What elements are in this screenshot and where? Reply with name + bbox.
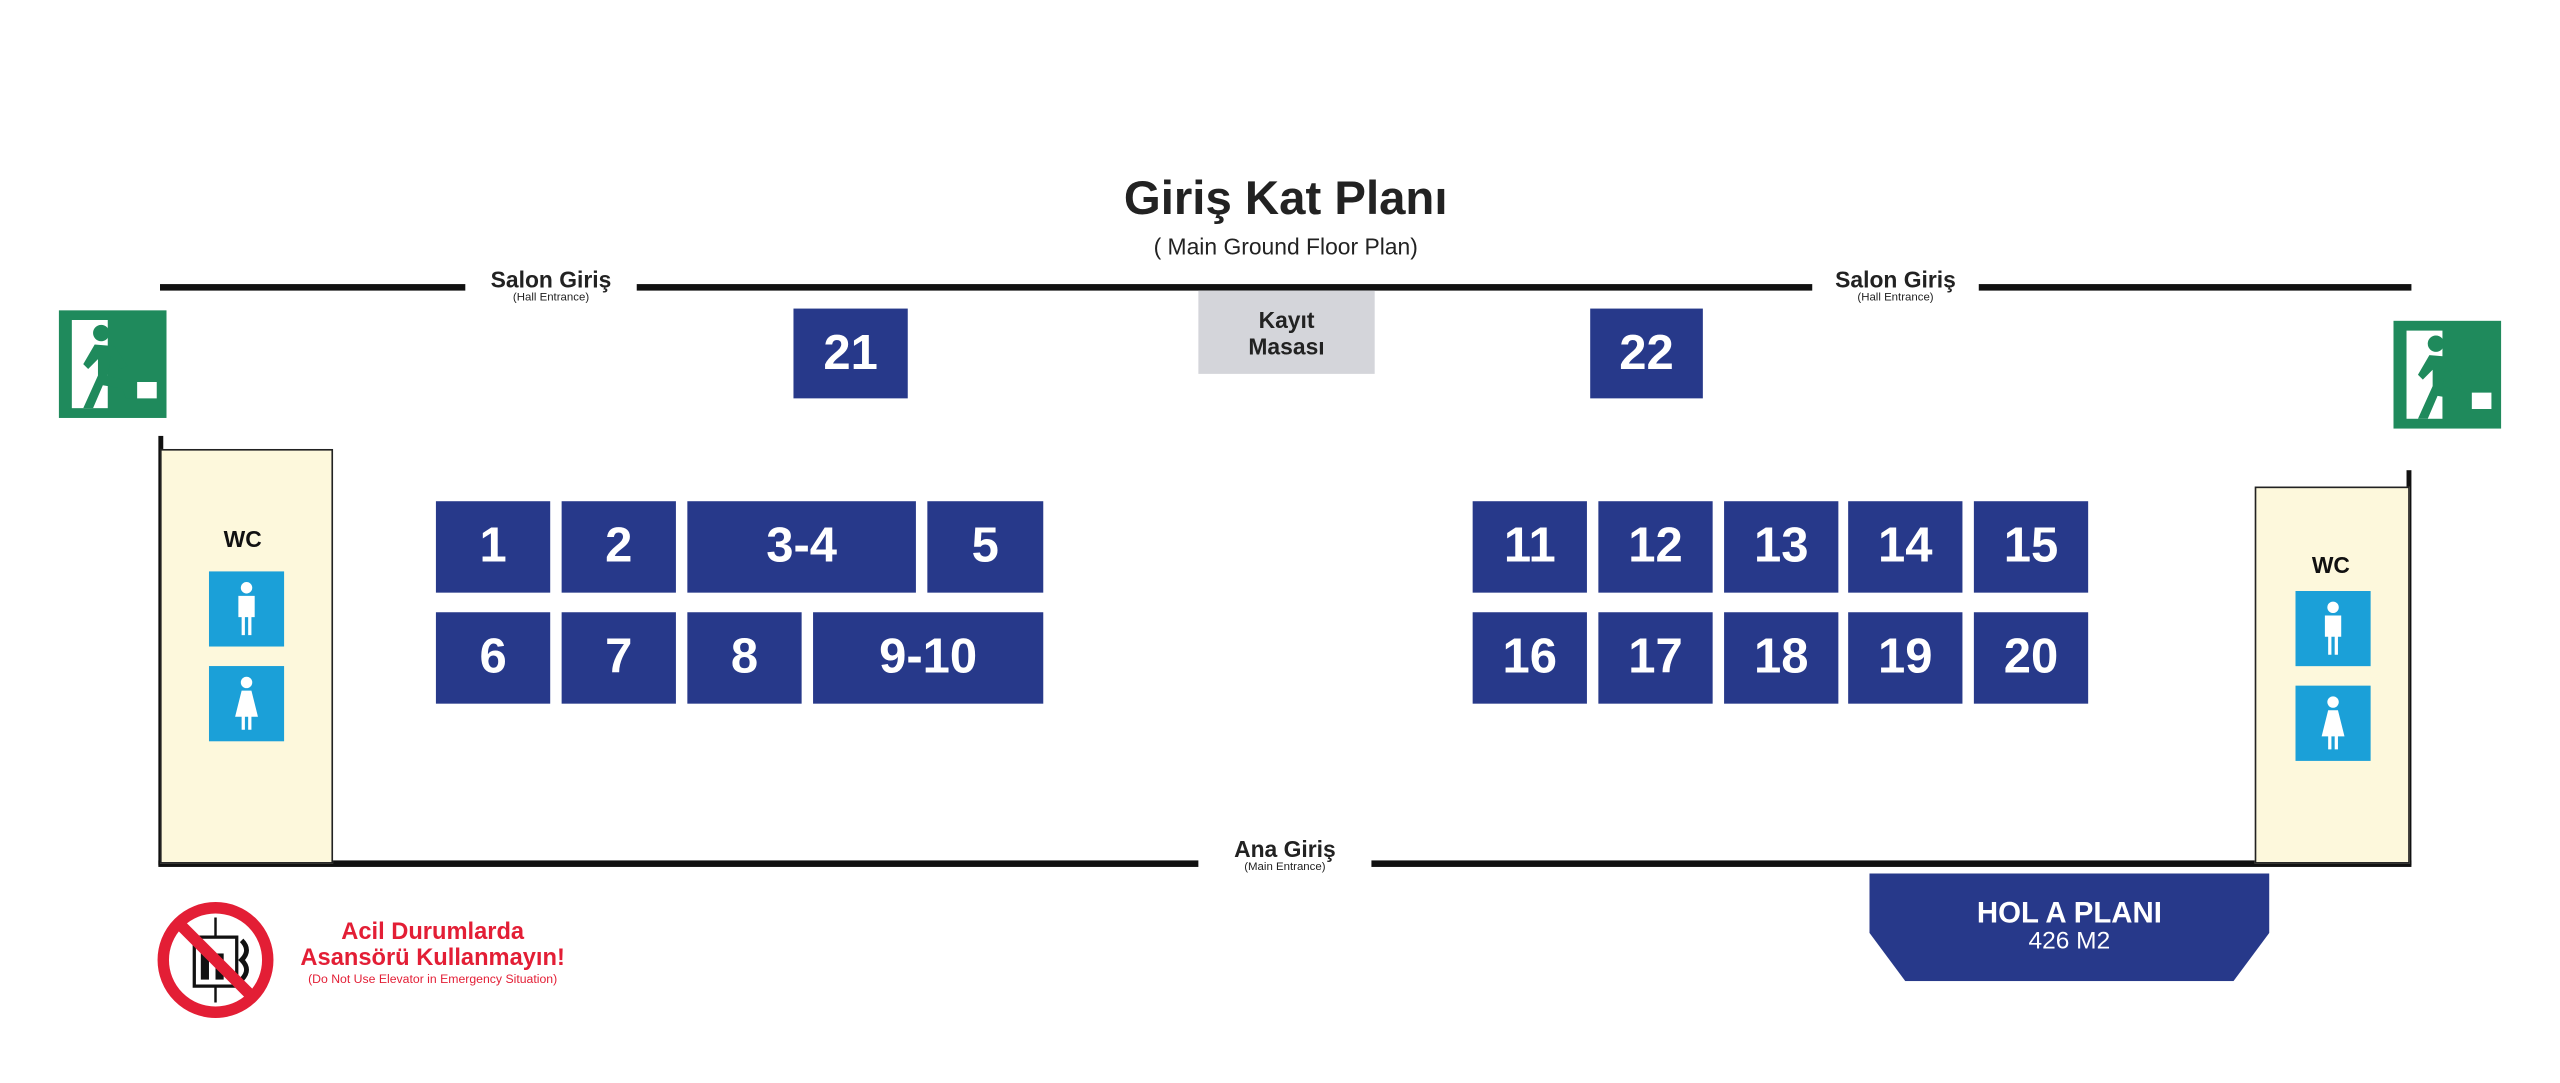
booth-22[interactable]: 22 — [1590, 308, 1703, 399]
hall-name: HOL A PLANI — [1976, 896, 2162, 929]
booth-12[interactable]: 12 — [1598, 501, 1713, 593]
booth-2[interactable]: 2 — [561, 501, 676, 593]
entrance-label: Salon Giriş — [1835, 266, 1956, 293]
warning-line: Acil Durumlarda — [341, 919, 525, 946]
wc-label: WC — [223, 525, 262, 552]
hall-a-plan[interactable]: HOL A PLANI 426 M2 — [1869, 873, 2270, 982]
top-wall — [1978, 284, 2412, 290]
registration-label: Kayıt — [1258, 306, 1315, 333]
booth-7[interactable]: 7 — [561, 612, 676, 704]
booth-13[interactable]: 13 — [1724, 501, 1839, 593]
booth-19[interactable]: 19 — [1848, 612, 1963, 704]
entrance-sublabel: (Main Entrance) — [1244, 862, 1326, 874]
female-restroom-icon — [2295, 685, 2371, 761]
hall-entrance-left: Salon Giriş (Hall Entrance) — [465, 266, 636, 305]
entrance-sublabel: (Hall Entrance) — [1857, 292, 1934, 304]
no-elevator-icon — [157, 902, 274, 1018]
entrance-label: Salon Giriş — [490, 266, 612, 293]
emergency-exit-icon — [2393, 320, 2502, 429]
top-wall — [636, 284, 1813, 290]
booth-15[interactable]: 15 — [1973, 501, 2089, 593]
emergency-exit-icon — [58, 310, 167, 418]
main-entrance: Ana Giriş (Main Entrance) — [1198, 836, 1371, 875]
elevator-warning: Acil Durumlarda Asansörü Kullanmayın! (D… — [261, 919, 604, 988]
page-subtitle: ( Main Ground Floor Plan) — [1153, 233, 1418, 260]
top-wall — [159, 284, 466, 290]
wc-area-right — [2254, 486, 2410, 864]
booth-21[interactable]: 21 — [793, 308, 908, 399]
bottom-wall — [1371, 860, 2412, 867]
registration-desk: Kayıt Masası — [1198, 290, 1375, 374]
hall-area: 426 M2 — [2028, 927, 2111, 956]
booth-16[interactable]: 16 — [1472, 612, 1587, 704]
booth-17[interactable]: 17 — [1598, 612, 1713, 704]
hall-entrance-right: Salon Giriş (Hall Entrance) — [1812, 266, 1979, 305]
wc-label: WC — [2311, 551, 2350, 578]
booth-1[interactable]: 1 — [435, 501, 551, 593]
booth-14[interactable]: 14 — [1848, 501, 1963, 593]
male-restroom-icon — [208, 571, 285, 647]
male-restroom-icon — [2295, 591, 2371, 667]
warning-translation: (Do Not Use Elevator in Emergency Situat… — [308, 971, 558, 987]
booth-3-4[interactable]: 3-4 — [687, 501, 916, 593]
booth-11[interactable]: 11 — [1472, 501, 1587, 593]
booth-9-10[interactable]: 9-10 — [813, 612, 1044, 704]
bottom-wall — [158, 860, 1199, 867]
warning-line: Asansörü Kullanmayın! — [300, 945, 565, 972]
page-title: Giriş Kat Planı — [1123, 173, 1448, 226]
booth-8[interactable]: 8 — [687, 612, 802, 704]
booth-5[interactable]: 5 — [927, 501, 1044, 593]
entrance-label: Ana Giriş — [1234, 835, 1336, 863]
booth-18[interactable]: 18 — [1724, 612, 1839, 704]
female-restroom-icon — [208, 666, 285, 742]
registration-label: Masası — [1248, 332, 1325, 359]
booth-20[interactable]: 20 — [1973, 612, 2089, 704]
booth-6[interactable]: 6 — [435, 612, 551, 704]
wc-area-left — [159, 448, 334, 864]
entrance-sublabel: (Hall Entrance) — [512, 292, 590, 304]
